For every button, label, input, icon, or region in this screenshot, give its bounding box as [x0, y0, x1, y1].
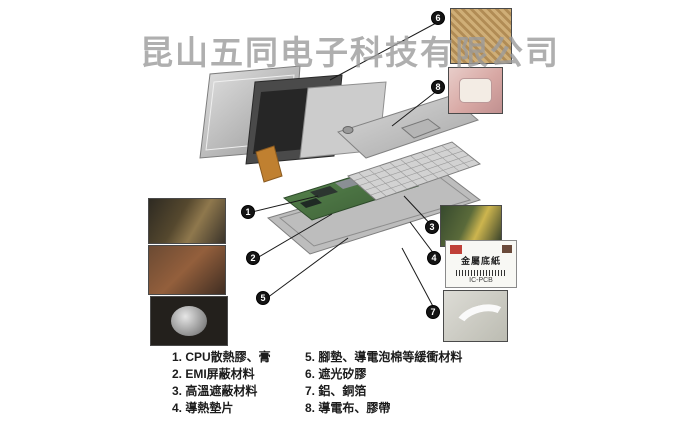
brown-stamp: [502, 245, 512, 253]
flex-cable: [255, 145, 283, 183]
callout-6: 6: [431, 11, 445, 25]
photo-item-8-detail: [458, 77, 493, 104]
callout-1: 1: [241, 205, 255, 219]
photo-item-6: [450, 8, 512, 64]
touchpad: [400, 118, 442, 139]
legend-item-1: 1. CPU散熱膠、膏: [172, 350, 271, 364]
label-card-subtitle: IC-PCB: [469, 277, 493, 284]
label-card-title: 金屬底紙: [460, 256, 501, 266]
legend-item-8: 8. 導電布、膠帶: [305, 401, 391, 415]
photo-item-2: [148, 245, 226, 295]
legend-column-right: 5. 腳墊、導電泡棉等緩衝材料 6. 遮光矽膠 7. 鋁、銅箔 8. 導電布、膠…: [305, 349, 462, 417]
legend-column-left: 1. CPU散熱膠、膏 2. EMI屏蔽材料 3. 高溫遮蔽材料 4. 導熱墊片: [172, 349, 305, 417]
metal-disc: [171, 306, 207, 336]
photo-item-5: [150, 296, 228, 346]
photo-item-8: [448, 67, 503, 114]
legend: 1. CPU散熱膠、膏 2. EMI屏蔽材料 3. 高溫遮蔽材料 4. 導熱墊片…: [172, 349, 462, 417]
keyboard: [346, 141, 482, 201]
legend-item-6: 6. 遮光矽膠: [305, 367, 367, 381]
top-case: [337, 95, 479, 159]
legend-item-2: 2. EMI屏蔽材料: [172, 367, 255, 381]
callout-2: 2: [246, 251, 260, 265]
callout-7: 7: [426, 305, 440, 319]
photo-item-1: [148, 198, 226, 244]
legend-item-4: 4. 導熱墊片: [172, 401, 234, 415]
legend-item-7: 7. 鋁、銅箔: [305, 384, 367, 398]
callout-3: 3: [425, 220, 439, 234]
photo-item-7: [443, 290, 516, 352]
legend-item-5: 5. 腳墊、導電泡棉等緩衝材料: [305, 350, 463, 364]
label-card-item-4: 金屬底紙 IC-PCB: [445, 240, 517, 288]
callout-8: 8: [431, 80, 445, 94]
callout-4: 4: [427, 251, 441, 265]
hinge: [342, 126, 354, 134]
legend-item-3: 3. 高溫遮蔽材料: [172, 384, 258, 398]
barcode-strip: [456, 270, 506, 276]
red-stamp: [450, 245, 462, 254]
callout-5: 5: [256, 291, 270, 305]
